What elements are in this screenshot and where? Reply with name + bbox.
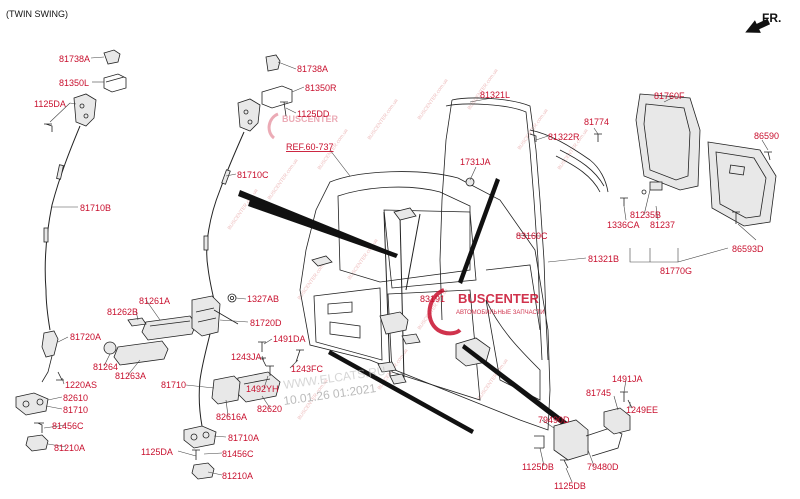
leader-bands	[238, 178, 578, 434]
callout-86590[interactable]: 86590	[754, 131, 779, 141]
callout-86593d[interactable]: 86593D	[732, 244, 764, 254]
right-door-latch-assembly	[103, 54, 304, 480]
buscenter-watermark-small: BUSCENTER	[267, 112, 339, 140]
front-direction-label: FR.	[762, 11, 781, 25]
callout-81235b[interactable]: 81235B	[630, 210, 661, 220]
callout-81774[interactable]: 81774	[584, 117, 609, 127]
callout-81720d[interactable]: 81720D	[250, 318, 282, 328]
callout-1220as[interactable]: 1220AS	[65, 380, 97, 390]
callout-81710c[interactable]: 81710C	[237, 170, 269, 180]
callout-81262b[interactable]: 81262B	[107, 307, 138, 317]
front-direction-arrow-icon	[745, 18, 771, 33]
callout-81456c-center[interactable]: 81456C	[222, 449, 254, 459]
callout-82616a[interactable]: 82616A	[216, 412, 247, 422]
callout-81237[interactable]: 81237	[650, 220, 675, 230]
callout-1243ja[interactable]: 1243JA	[231, 352, 262, 362]
watermark-brand: BUSCENTER	[458, 291, 540, 306]
callout-1491da[interactable]: 1491DA	[273, 334, 306, 344]
callout-81350l[interactable]: 81350L	[59, 78, 89, 88]
callout-81210a-left[interactable]: 81210A	[54, 443, 85, 453]
svg-text:BUSCENTER: BUSCENTER	[282, 114, 339, 124]
reference-link[interactable]: REF.60-737	[286, 142, 334, 152]
weatherstrip-assembly	[439, 97, 609, 361]
callout-82610[interactable]: 82610	[63, 393, 88, 403]
callout-81710b[interactable]: 81710B	[80, 203, 111, 213]
leader-lines	[43, 56, 769, 483]
callout-1492yh[interactable]: 1492YH	[246, 384, 279, 394]
callout-1125db-left[interactable]: 1125DB	[522, 462, 554, 472]
left-door-latch-assembly	[15, 49, 127, 452]
callout-1243fc[interactable]: 1243FC	[291, 364, 324, 374]
callout-81710-left[interactable]: 81710	[63, 405, 88, 415]
callout-81261a[interactable]: 81261A	[139, 296, 170, 306]
callout-1491ja[interactable]: 1491JA	[612, 374, 643, 384]
callout-1125db-right[interactable]: 1125DB	[554, 481, 586, 491]
callout-79490d[interactable]: 79490D	[538, 415, 570, 425]
callout-79480d[interactable]: 79480D	[587, 462, 619, 472]
callout-1336ca[interactable]: 1336CA	[607, 220, 640, 230]
callout-81456c-left[interactable]: 81456C	[52, 421, 84, 431]
callout-81321l[interactable]: 81321L	[480, 90, 510, 100]
callout-1125da-center[interactable]: 1125DA	[141, 447, 173, 457]
callout-81264[interactable]: 81264	[93, 362, 118, 372]
callout-81770g[interactable]: 81770G	[660, 266, 692, 276]
svg-text:BUSCENTER.com.ua: BUSCENTER.com.ua	[367, 98, 400, 141]
door-checker-assembly	[534, 391, 633, 469]
callout-81322r[interactable]: 81322R	[548, 132, 580, 142]
callout-81710-center[interactable]: 81710	[161, 380, 186, 390]
callout-81738a-right[interactable]: 81738A	[297, 64, 328, 74]
callout-1249ee[interactable]: 1249EE	[626, 405, 658, 415]
callout-1731ja[interactable]: 1731JA	[460, 157, 491, 167]
callout-1125dd[interactable]: 1125DD	[297, 109, 330, 119]
svg-text:BUSCENTER.com.ua: BUSCENTER.com.ua	[417, 78, 450, 121]
buscenter-watermark: BUSCENTER АВТОМОБИЛЬНЫЕ ЗАПЧАСТИ	[427, 288, 545, 336]
callout-82620[interactable]: 82620	[257, 404, 282, 414]
callout-81321b[interactable]: 81321B	[588, 254, 619, 264]
callout-81760f[interactable]: 81760F	[654, 91, 685, 101]
watermark-tagline: АВТОМОБИЛЬНЫЕ ЗАПЧАСТИ	[456, 310, 545, 316]
svg-text:BUSCENTER.com.ua: BUSCENTER.com.ua	[267, 158, 300, 201]
callout-81710a[interactable]: 81710A	[228, 433, 259, 443]
callout-81263a[interactable]: 81263A	[115, 371, 146, 381]
callout-81745[interactable]: 81745	[586, 388, 611, 398]
diagram-title: (TWIN SWING)	[6, 9, 68, 19]
callout-81210a-center[interactable]: 81210A	[222, 471, 253, 481]
callout-81738a-left[interactable]: 81738A	[59, 54, 90, 64]
callout-81350r[interactable]: 81350R	[305, 83, 337, 93]
callout-1125da-left[interactable]: 1125DA	[34, 99, 66, 109]
callout-83160c[interactable]: 83160C	[516, 231, 548, 241]
callout-1327ab[interactable]: 1327AB	[247, 294, 279, 304]
trim-panel-assembly	[620, 93, 777, 227]
callout-81720a[interactable]: 81720A	[70, 332, 101, 342]
